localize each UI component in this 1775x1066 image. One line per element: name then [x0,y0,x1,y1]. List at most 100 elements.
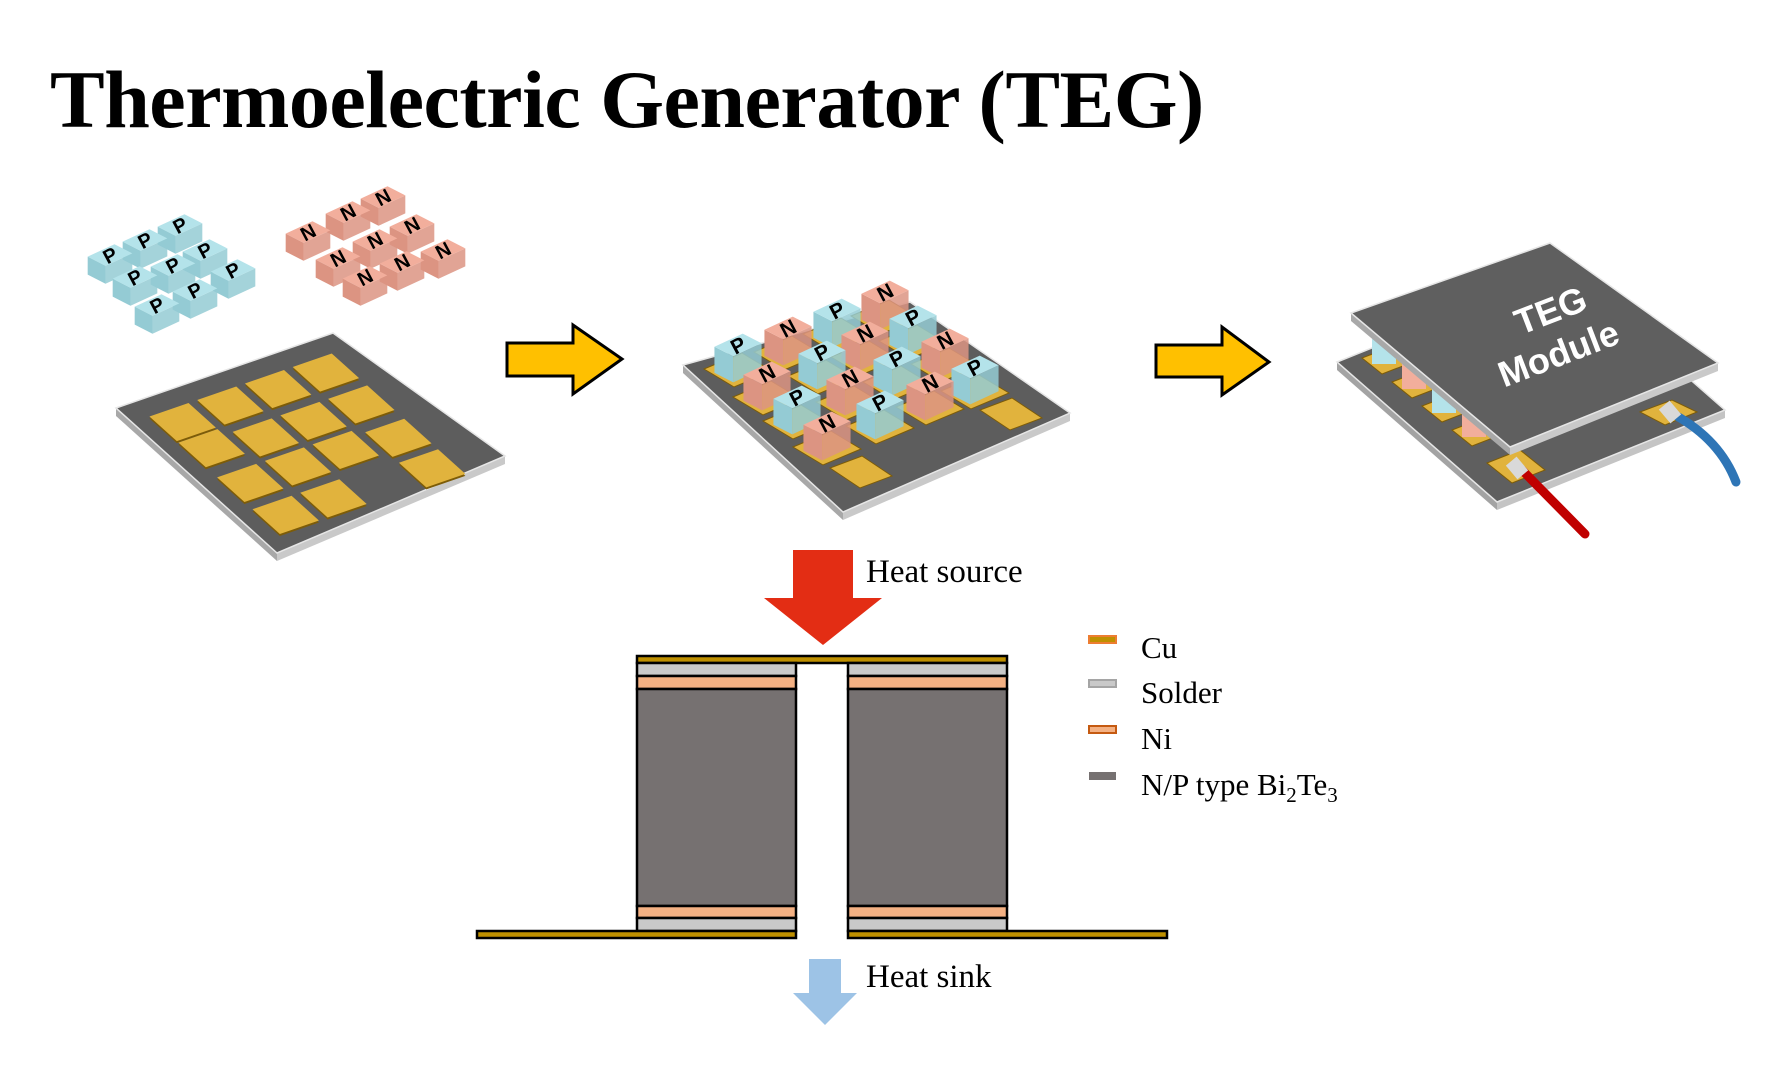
substrate-edge [683,365,843,520]
copper-pad [328,385,395,424]
copper-pad [197,386,264,425]
n-type-cube: N [803,410,851,461]
p-type-cube: P [157,213,203,254]
p-type-cube: P [798,340,846,390]
legend-swatch [1089,772,1116,780]
n-type-cube: N [743,360,791,411]
copper-pad [244,370,312,409]
p-type-cube: P [87,243,133,284]
bottom-ni-layer [635,904,798,920]
copper-pad [280,401,347,441]
process-arrow-2 [1154,324,1272,398]
top-solder-layer [635,661,798,678]
legend-item-ni: Ni [1088,721,1172,756]
copper-pad [312,430,379,470]
n-type-cube: N [285,220,331,261]
p-type-cube: P [172,278,218,319]
p-type-cube: P [951,355,999,405]
n-type-cube: N [861,279,909,330]
n-type-cube: N [389,213,435,254]
n-type-cube: N [841,320,889,371]
substrate-edge [116,408,277,561]
heat-sink-arrow [793,959,857,1025]
heat-source-arrow [764,550,882,645]
wire-connector [1505,456,1529,480]
bottom-cu-electrode-left [475,929,798,940]
wire-connector [1658,400,1682,424]
right-leg [846,661,1009,933]
left-leg [635,661,798,933]
n-type-cube: N [921,327,969,378]
legend-item-cu: Cu [1088,630,1177,665]
p-type-cube: P [773,385,821,435]
top-ni-layer [635,674,798,691]
n-type-cube: N [764,315,812,366]
top-cu-electrode [635,654,1009,665]
bi2te3-leg [635,687,798,908]
cross-section: Heat source [475,550,1169,1025]
bi2te3-leg [846,687,1009,908]
copper-pad [264,447,332,486]
negative-wire [1658,400,1741,487]
bottom-solder-layer [846,916,1009,933]
copper-pad [232,418,300,457]
n-type-cube: N [826,365,874,416]
p-type-cube: P [873,346,921,396]
n-type-cube: N [342,265,388,306]
copper-pad [178,429,245,468]
legend-label: Solder [1141,675,1223,710]
module-top-plate: TEG Module [1349,242,1720,455]
copper-pad [300,479,367,518]
n-type-cube: N [906,370,954,421]
n-type-cube: N [420,238,466,279]
bottom-cu-electrode-right [846,929,1169,940]
n-type-cube: N [315,246,361,287]
p-type-cube: P [889,305,937,355]
copper-pad [365,418,432,457]
legend-item-solder: Solder [1088,675,1223,710]
terminal-pad [978,397,1044,431]
p-type-cube: P [122,228,168,269]
legend-label: Ni [1141,721,1172,756]
n-type-cube: N [352,228,398,269]
p-type-cube: P [210,258,256,299]
substrate-face [114,332,507,554]
n-type-cube: N [325,200,371,241]
p-type-cube: P [714,333,762,383]
copper-pad [252,495,319,534]
substrate-edge [277,456,505,561]
p-type-cube: P [856,390,904,440]
terminal-pad [828,455,894,489]
p-type-cube: P [112,265,158,306]
copper-pad [398,449,466,488]
copper-pad [292,353,360,392]
heat-sink-label: Heat sink [866,959,992,995]
copper-pad [149,403,216,442]
p-type-cube: P [150,253,196,294]
teg-module: TEG Module [1335,242,1741,539]
legend-swatch [1088,635,1117,644]
page-title: Thermoelectric Generator (TEG) [50,54,1204,145]
process-arrow-1 [505,322,625,397]
top-solder-layer [846,661,1009,678]
n-type-cube: N [379,250,425,291]
legend-swatch [1088,679,1117,688]
legend-label: Cu [1141,630,1177,665]
heat-source-label: Heat source [866,554,1023,590]
legend-label: N/P type Bi2Te3 [1141,767,1338,807]
p-type-cube: P [813,298,861,348]
top-ni-layer [846,674,1009,691]
bottom-ni-layer [846,904,1009,920]
bare-substrate [114,332,507,561]
legend-swatch [1088,725,1117,734]
positive-wire [1505,456,1590,539]
legend: Cu Solder Ni N/P type Bi2Te3 [1088,630,1338,807]
p-type-cube: P [134,293,180,334]
copper-pad [217,463,284,503]
